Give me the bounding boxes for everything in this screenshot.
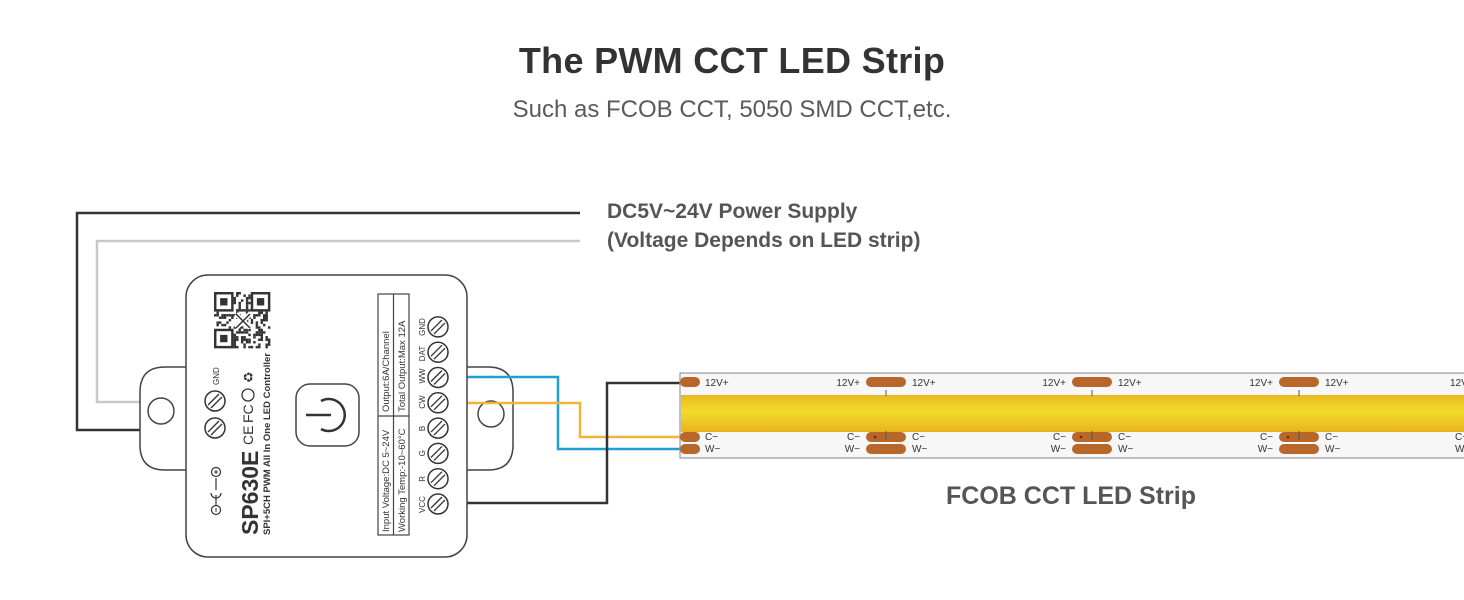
rohs-mark-icon xyxy=(241,388,255,402)
left-mounting-ear xyxy=(139,366,186,471)
strip-label: FCOB CCT LED Strip xyxy=(946,482,1196,510)
strip-pad-w xyxy=(1279,444,1319,454)
strip-cob-light xyxy=(681,395,1464,432)
input-terminal-vcc[interactable] xyxy=(204,417,226,439)
strip-pad-label: 12V+ xyxy=(1042,378,1066,389)
output-terminal-label: B xyxy=(418,426,427,431)
strip-pad-w xyxy=(866,444,906,454)
output-terminal-r[interactable] xyxy=(427,467,449,490)
cut-mark xyxy=(873,435,877,439)
output-terminal-label: WW xyxy=(418,368,427,384)
strip-pad-label: 12V+ xyxy=(1118,378,1142,389)
strip-pad-label: W− xyxy=(1118,444,1133,455)
output-terminal-label: CW xyxy=(418,395,427,409)
strip-pad-label: C− xyxy=(1053,432,1066,443)
ww-wire xyxy=(440,375,680,451)
right-mounting-ear xyxy=(467,366,514,471)
output-terminal-label: DAT xyxy=(418,346,427,362)
output-terminal-dat[interactable] xyxy=(427,341,449,363)
output-terminal-cw[interactable] xyxy=(427,392,449,414)
output-terminal-label: GND xyxy=(418,318,427,336)
strip-pad-label: W− xyxy=(845,444,860,455)
spec-box: Input Voltage:DC 5~24V Working Temp:-10~… xyxy=(377,293,410,536)
strip-pad-label: C− xyxy=(705,432,718,443)
page-title: The PWM CCT LED Strip xyxy=(518,40,946,81)
strip-pad-label: C− xyxy=(1260,432,1273,443)
led-strip xyxy=(679,372,1464,459)
strip-pad-label: C− xyxy=(1118,432,1131,443)
power-supply-note: (Voltage Depends on LED strip) xyxy=(607,229,921,252)
spec-input-voltage: Input Voltage:DC 5~24V xyxy=(381,429,392,532)
strip-pad-label: 12V+ xyxy=(1325,378,1349,389)
spec-working-temp: Working Temp:-10~60°C xyxy=(397,428,408,532)
strip-pad-label: 12V+ xyxy=(836,378,860,389)
cut-mark xyxy=(1286,435,1290,439)
page-subtitle: Such as FCOB CCT, 5050 SMD CCT,etc. xyxy=(512,96,952,123)
output-terminal-label: R xyxy=(418,476,427,482)
strip-pad-label: C− xyxy=(912,432,925,443)
controller-model: SP630E xyxy=(237,451,263,535)
strip-pad-label: W− xyxy=(912,444,927,455)
strip-pad-label: W− xyxy=(1051,444,1066,455)
strip-pad-label: C− xyxy=(1325,432,1338,443)
cut-mark xyxy=(1079,435,1083,439)
strip-pad-vplus xyxy=(1072,377,1112,387)
strip-pad-label: 12V+ xyxy=(705,378,729,389)
input-terminal-label: GND xyxy=(212,367,221,385)
output-terminal-gnd[interactable] xyxy=(427,316,449,338)
recycle-mark-icon: ♻ xyxy=(241,371,256,383)
input-terminal-gnd[interactable] xyxy=(204,390,226,412)
strip-pad-label: W− xyxy=(1455,444,1464,455)
output-terminal-label: VCC xyxy=(418,496,427,513)
spec-total-output: Total Output:Max 12A xyxy=(397,320,408,412)
spec-output: Output:6A/Channel xyxy=(381,331,392,412)
strip-pad-label: 12V+ xyxy=(1450,378,1464,389)
dc-polarity-icon xyxy=(210,466,222,516)
cw-wire xyxy=(440,401,680,439)
output-terminal-ww[interactable] xyxy=(427,366,449,389)
power-button-icon[interactable] xyxy=(295,383,360,447)
strip-pad-label: C− xyxy=(1455,432,1464,443)
fcc-mark-icon: FC xyxy=(240,404,256,423)
strip-pad-label: W− xyxy=(1325,444,1340,455)
strip-pad-label: W− xyxy=(705,444,720,455)
output-terminal-b[interactable] xyxy=(427,417,449,439)
strip-pad-c xyxy=(680,432,700,442)
vcc-output-wire xyxy=(440,381,680,505)
strip-pad-label: 12V+ xyxy=(912,378,936,389)
output-terminal-g[interactable] xyxy=(427,442,449,465)
strip-pad-vplus xyxy=(680,377,700,387)
strip-pad-label: 12V+ xyxy=(1249,378,1273,389)
output-terminal-label: G xyxy=(418,450,427,456)
strip-pad-label: W− xyxy=(1258,444,1273,455)
strip-pad-label: C− xyxy=(847,432,860,443)
strip-pad-vplus xyxy=(866,377,906,387)
power-supply-label: DC5V~24V Power Supply xyxy=(607,200,858,223)
controller-description: SPI+5CH PWM All In One LED Controller xyxy=(262,353,273,535)
certification-marks: CE FC ♻ xyxy=(240,371,256,445)
ce-mark-icon: CE xyxy=(240,426,256,445)
qr-code-icon xyxy=(214,292,271,349)
strip-pad-w xyxy=(1072,444,1112,454)
strip-pad-w xyxy=(680,444,700,454)
strip-pad-vplus xyxy=(1279,377,1319,387)
output-terminal-vcc[interactable] xyxy=(427,493,449,515)
